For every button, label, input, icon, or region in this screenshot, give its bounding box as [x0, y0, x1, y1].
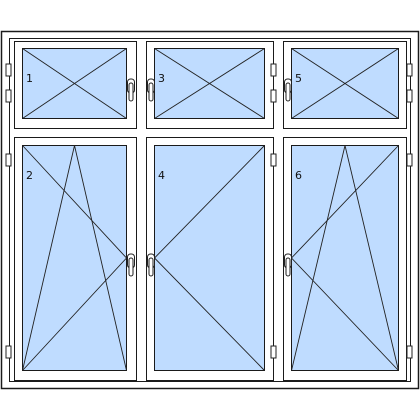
hinge-icon [270, 89, 277, 103]
sash-number-label: 2 [26, 169, 33, 182]
sash: 5 [283, 41, 413, 129]
sash-number-label: 5 [295, 72, 302, 85]
hinge-icon [5, 63, 12, 77]
sash-number-label: 6 [295, 169, 302, 182]
sash: 4 [146, 137, 277, 381]
opening-line [154, 48, 265, 119]
hinge-icon [270, 63, 277, 77]
hinge-icon [406, 89, 413, 103]
hinge-icon [406, 345, 413, 359]
hinge-icon [5, 345, 12, 359]
handle-grip-icon [148, 82, 154, 102]
glass-pane [22, 145, 127, 371]
sash-number-label: 4 [158, 169, 165, 182]
hinge-icon [270, 153, 277, 167]
sash: 1 [5, 41, 137, 129]
hinge-icon [5, 153, 12, 167]
sash: 3 [146, 41, 277, 129]
tilt-opening-line [291, 145, 399, 371]
inner-frame [9, 38, 411, 382]
handle-grip-icon [128, 257, 134, 277]
handle-grip-icon [148, 257, 154, 277]
turn-opening-line [22, 145, 128, 371]
sash: 2 [5, 137, 137, 381]
opening-line [291, 48, 399, 119]
handle-grip-icon [285, 257, 291, 277]
glass-pane [154, 145, 265, 371]
sash: 6 [283, 137, 413, 381]
handle-grip-icon [128, 82, 134, 102]
hinge-icon [406, 63, 413, 77]
sash-number-label: 1 [26, 72, 33, 85]
sash-number-label: 3 [158, 72, 165, 85]
hinge-icon [270, 345, 277, 359]
handle-grip-icon [285, 82, 291, 102]
hinge-icon [406, 153, 413, 167]
hinge-icon [5, 89, 12, 103]
opening-line [22, 48, 127, 119]
glass-pane [291, 145, 399, 371]
tilt-opening-line [22, 145, 127, 371]
